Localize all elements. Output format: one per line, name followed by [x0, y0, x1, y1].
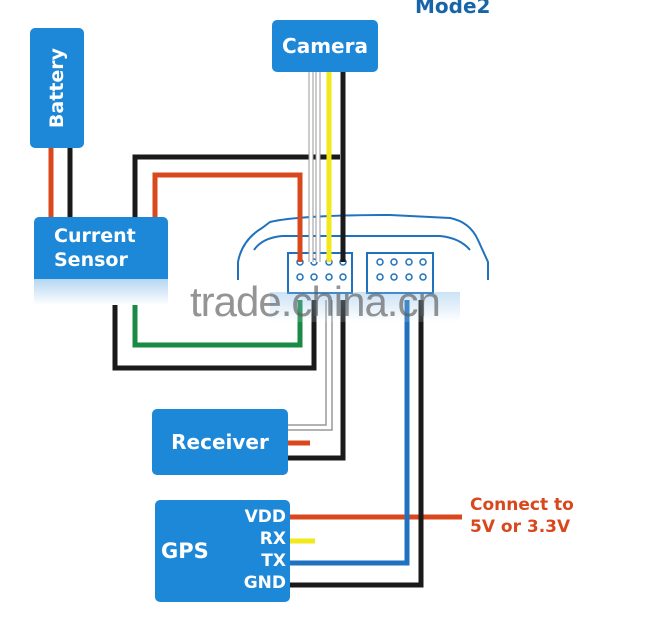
- gps-pin-vdd: VDD: [244, 507, 286, 527]
- camera-box: Camera: [272, 20, 378, 72]
- wire-sensor-black-bottom: [112, 300, 317, 371]
- battery-box: Battery: [30, 28, 84, 148]
- mode-title: Mode2: [415, 0, 491, 18]
- connector-right: [366, 252, 434, 294]
- power-note-line-2: 5V or 3.3V: [470, 517, 571, 537]
- gps-pin-gnd: GND: [243, 573, 286, 593]
- current-sensor-box: Current Sensor: [34, 217, 168, 279]
- gps-box: GPS VDD RX TX GND: [155, 500, 290, 602]
- wire-sensor-green: [132, 300, 303, 348]
- power-note: Connect to 5V or 3.3V: [470, 494, 574, 538]
- watermark: trade.china.cn: [190, 278, 441, 325]
- current-sensor-label-2: Sensor: [54, 249, 128, 271]
- power-note-line-1: Connect to: [470, 495, 574, 515]
- wire-sensor-red: [152, 172, 303, 262]
- fc-fade: [270, 292, 460, 322]
- wire-receiver-white-1: [288, 300, 327, 426]
- gps-pin-rx: RX: [259, 529, 286, 549]
- receiver-box: Receiver: [152, 409, 288, 475]
- gps-label: GPS: [161, 539, 209, 563]
- connector-pins: [296, 258, 427, 281]
- wire-sensor-black-top: [132, 154, 340, 218]
- current-sensor-label-1: Current: [54, 225, 136, 247]
- camera-label: Camera: [282, 34, 368, 58]
- wire-gps-gnd: [290, 300, 424, 588]
- gps-pin-tx: TX: [261, 551, 286, 571]
- battery-label: Battery: [46, 47, 68, 129]
- wire-receiver-white-2: [288, 300, 333, 431]
- current-sensor-fade: [34, 279, 168, 305]
- flight-controller-outline: [237, 213, 489, 294]
- wire-gps-tx: [290, 300, 410, 566]
- wire-receiver-black: [288, 300, 346, 461]
- gps-pins: VDD RX TX GND: [244, 506, 286, 594]
- receiver-label: Receiver: [171, 430, 269, 454]
